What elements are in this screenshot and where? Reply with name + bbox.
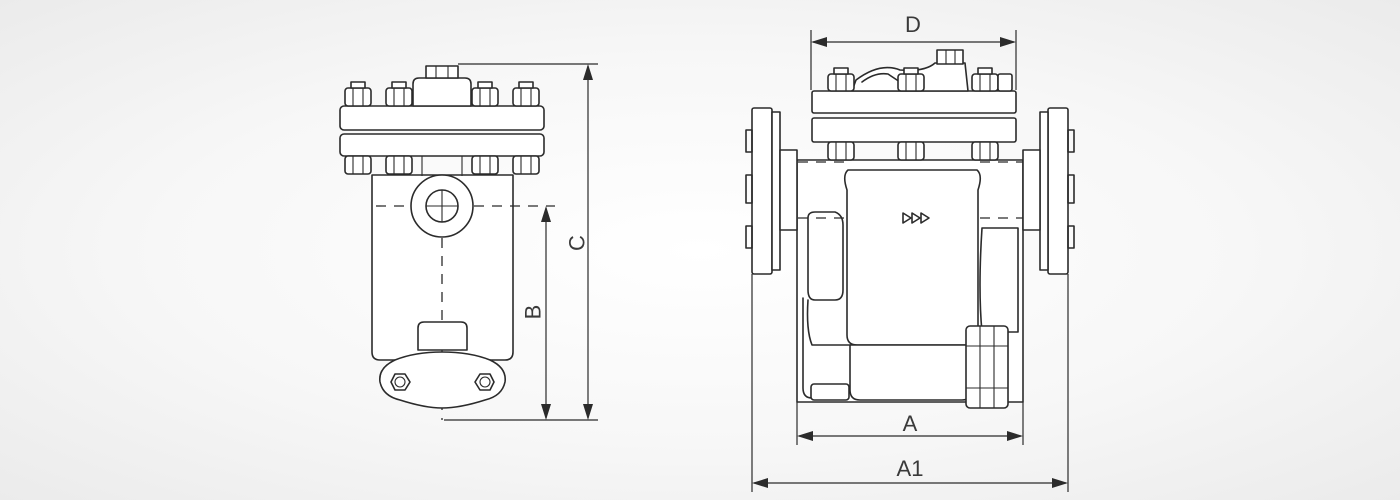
drain-plug <box>965 325 1009 409</box>
inner-chamber <box>843 169 982 346</box>
flange-nut-right <box>474 373 495 391</box>
flange-nut-left <box>390 373 411 391</box>
bottom-chamber <box>849 344 973 401</box>
front-vent-plug <box>936 49 964 65</box>
dimension-a1: A1 <box>751 274 1069 492</box>
front-body-flange <box>811 117 1017 143</box>
side-view-body <box>371 174 514 361</box>
front-cover-plate <box>811 90 1017 114</box>
dimension-a-label: A <box>903 411 918 436</box>
bottom-boss <box>417 321 468 351</box>
cover-plate <box>339 105 545 131</box>
dimension-d: D <box>810 12 1017 90</box>
inlet-flange <box>745 107 798 275</box>
dimension-a1-label: A1 <box>897 456 924 481</box>
inlet-passage <box>807 211 844 301</box>
front-view <box>745 49 1075 409</box>
outlet-flange <box>1022 107 1075 275</box>
front-bolts-top <box>827 67 1013 92</box>
dimension-a: A <box>796 402 1024 445</box>
bottom-flange <box>378 351 507 409</box>
dimension-c-label: C <box>565 235 590 251</box>
body-flange <box>339 133 545 157</box>
dimension-c: C <box>444 63 598 421</box>
side-view <box>339 65 555 420</box>
vent-plug <box>425 65 459 79</box>
dimension-d-label: D <box>905 12 921 37</box>
front-bolts-bottom <box>827 141 999 161</box>
flow-direction-icon <box>902 212 930 224</box>
cover-bolts-bottom <box>344 155 540 175</box>
dimension-b-label: B <box>521 305 546 320</box>
cover-bolts-top <box>344 81 540 107</box>
dimension-b: B <box>521 206 551 420</box>
cover-boss <box>412 77 472 107</box>
